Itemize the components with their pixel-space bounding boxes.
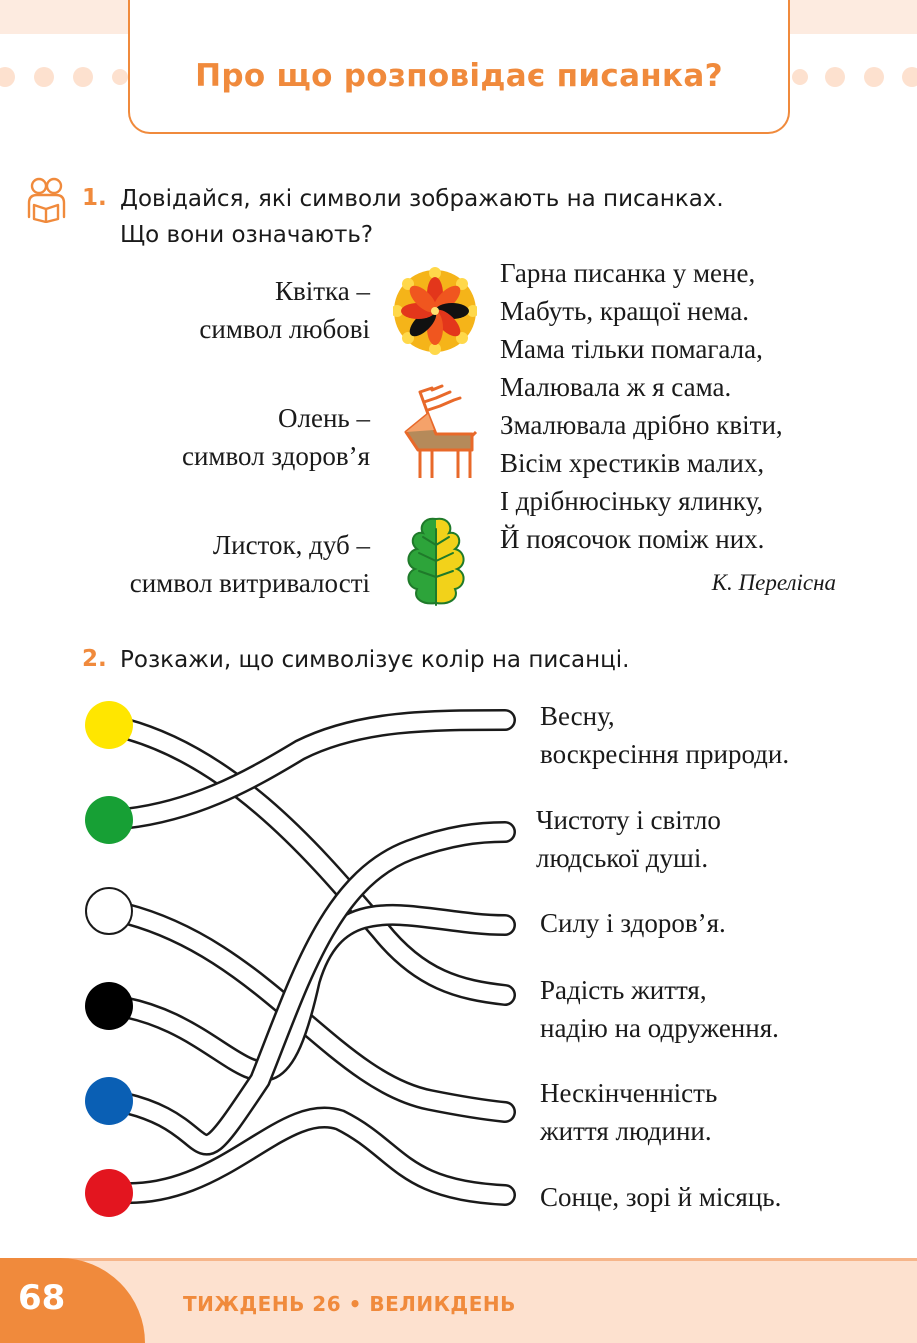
meaning-label: Чистоту і світло людської душі. bbox=[536, 805, 721, 873]
poem-line: Малювала ж я сама. bbox=[500, 372, 732, 402]
footer bbox=[0, 1258, 917, 1343]
color-dot-black[interactable] bbox=[85, 982, 133, 1030]
page-title: Про що розповідає писанка? bbox=[195, 58, 723, 94]
task-2-number: 2. bbox=[82, 646, 107, 672]
header-dots bbox=[0, 67, 917, 87]
symbol-flower-label: Квітка – символ любові bbox=[199, 276, 370, 344]
page-number: 68 bbox=[18, 1278, 66, 1318]
task-2-text: Розкажи, що символізує колір на писанці. bbox=[120, 647, 630, 673]
color-dot-white[interactable] bbox=[85, 887, 133, 935]
footer-divider bbox=[0, 1258, 917, 1261]
poem-line: Мама тільки помагала, bbox=[500, 334, 763, 364]
color-dots bbox=[85, 701, 133, 1217]
poem-line: І дрібнюсіньку ялинку, bbox=[500, 486, 764, 516]
oak-leaf-icon bbox=[407, 517, 465, 606]
poem-line: Гарна писанка у мене, bbox=[500, 258, 756, 288]
task-1-text-line-1: Довідайся, які символи зображають на пис… bbox=[120, 186, 724, 212]
poem-line: Мабуть, кращої нема. bbox=[500, 296, 750, 326]
poem-author: К. Перелісна bbox=[711, 570, 836, 595]
flower-icon bbox=[393, 267, 477, 355]
matching-paths bbox=[99, 709, 516, 1206]
color-dot-yellow[interactable] bbox=[85, 701, 133, 749]
task-1-text-line-2: Що вони означають? bbox=[120, 222, 374, 248]
color-dot-red[interactable] bbox=[85, 1169, 133, 1217]
poem-line: Й поясочок поміж них. bbox=[500, 524, 765, 554]
symbol-oak-leaf-label: Листок, дуб – символ витривалості bbox=[129, 530, 370, 598]
color-dot-blue[interactable] bbox=[85, 1077, 133, 1125]
color-dot-green[interactable] bbox=[85, 796, 133, 844]
deer-icon bbox=[404, 384, 478, 478]
reading-children-icon bbox=[27, 177, 66, 223]
poem-line: Змалювала дрібно квіти, bbox=[500, 410, 783, 440]
task-1-number: 1. bbox=[82, 185, 107, 211]
poem-line: Вісім хрестиків малих, bbox=[500, 448, 765, 478]
meaning-label: Сонце, зорі й місяць. bbox=[540, 1182, 782, 1212]
meaning-label: Радість життя, надію на одруження. bbox=[540, 975, 779, 1043]
title-box bbox=[128, 0, 790, 134]
meaning-label: Силу і здоров’я. bbox=[540, 908, 726, 938]
meaning-label: Весну, воскресіння природи. bbox=[540, 701, 790, 769]
poem: Гарна писанка у мене, Мабуть, кращої нем… bbox=[500, 254, 783, 558]
meaning-label: Нескінченність життя людини. bbox=[540, 1078, 718, 1146]
symbol-deer-label: Олень – символ здоров’я bbox=[181, 403, 370, 471]
week-label: ТИЖДЕНЬ 26 • ВЕЛИКДЕНЬ bbox=[183, 1292, 516, 1316]
